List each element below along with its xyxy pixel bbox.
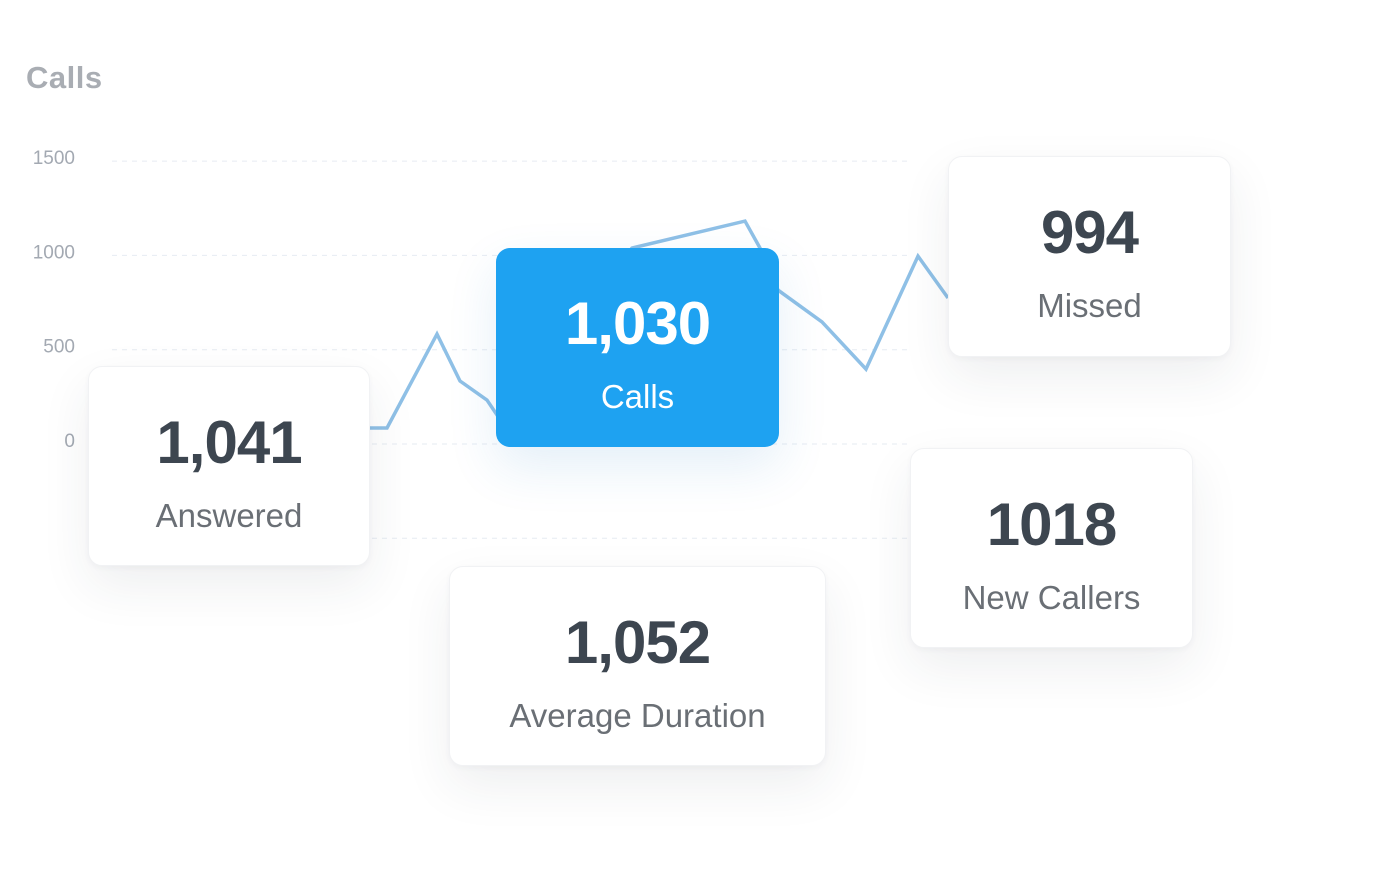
answered-label: Answered bbox=[155, 497, 303, 534]
missed-label: Missed bbox=[1037, 287, 1142, 324]
answered-value: 1,041 bbox=[156, 409, 302, 476]
chart-title: Calls bbox=[26, 60, 103, 95]
y-tick-label: 1000 bbox=[33, 242, 75, 263]
new-callers-label: New Callers bbox=[962, 579, 1141, 616]
y-tick-label: 1500 bbox=[33, 148, 75, 169]
new-callers-card: 1018 New Callers bbox=[910, 448, 1193, 648]
calls-card: 1,030 Calls bbox=[496, 248, 779, 447]
calls-series-line bbox=[370, 219, 950, 430]
missed-value: 994 bbox=[1040, 199, 1139, 266]
missed-card: 994 Missed bbox=[948, 156, 1231, 357]
answered-card: 1,041 Answered bbox=[88, 366, 370, 566]
y-tick-label: 0 bbox=[64, 431, 75, 452]
average-duration-card: 1,052 Average Duration bbox=[449, 566, 826, 766]
calls-label: Calls bbox=[600, 378, 675, 415]
calls-value: 1,030 bbox=[564, 290, 711, 357]
average-duration-label: Average Duration bbox=[509, 697, 766, 734]
average-duration-value: 1,052 bbox=[564, 609, 711, 676]
y-tick-label: 500 bbox=[43, 337, 75, 358]
new-callers-value: 1018 bbox=[986, 491, 1117, 558]
